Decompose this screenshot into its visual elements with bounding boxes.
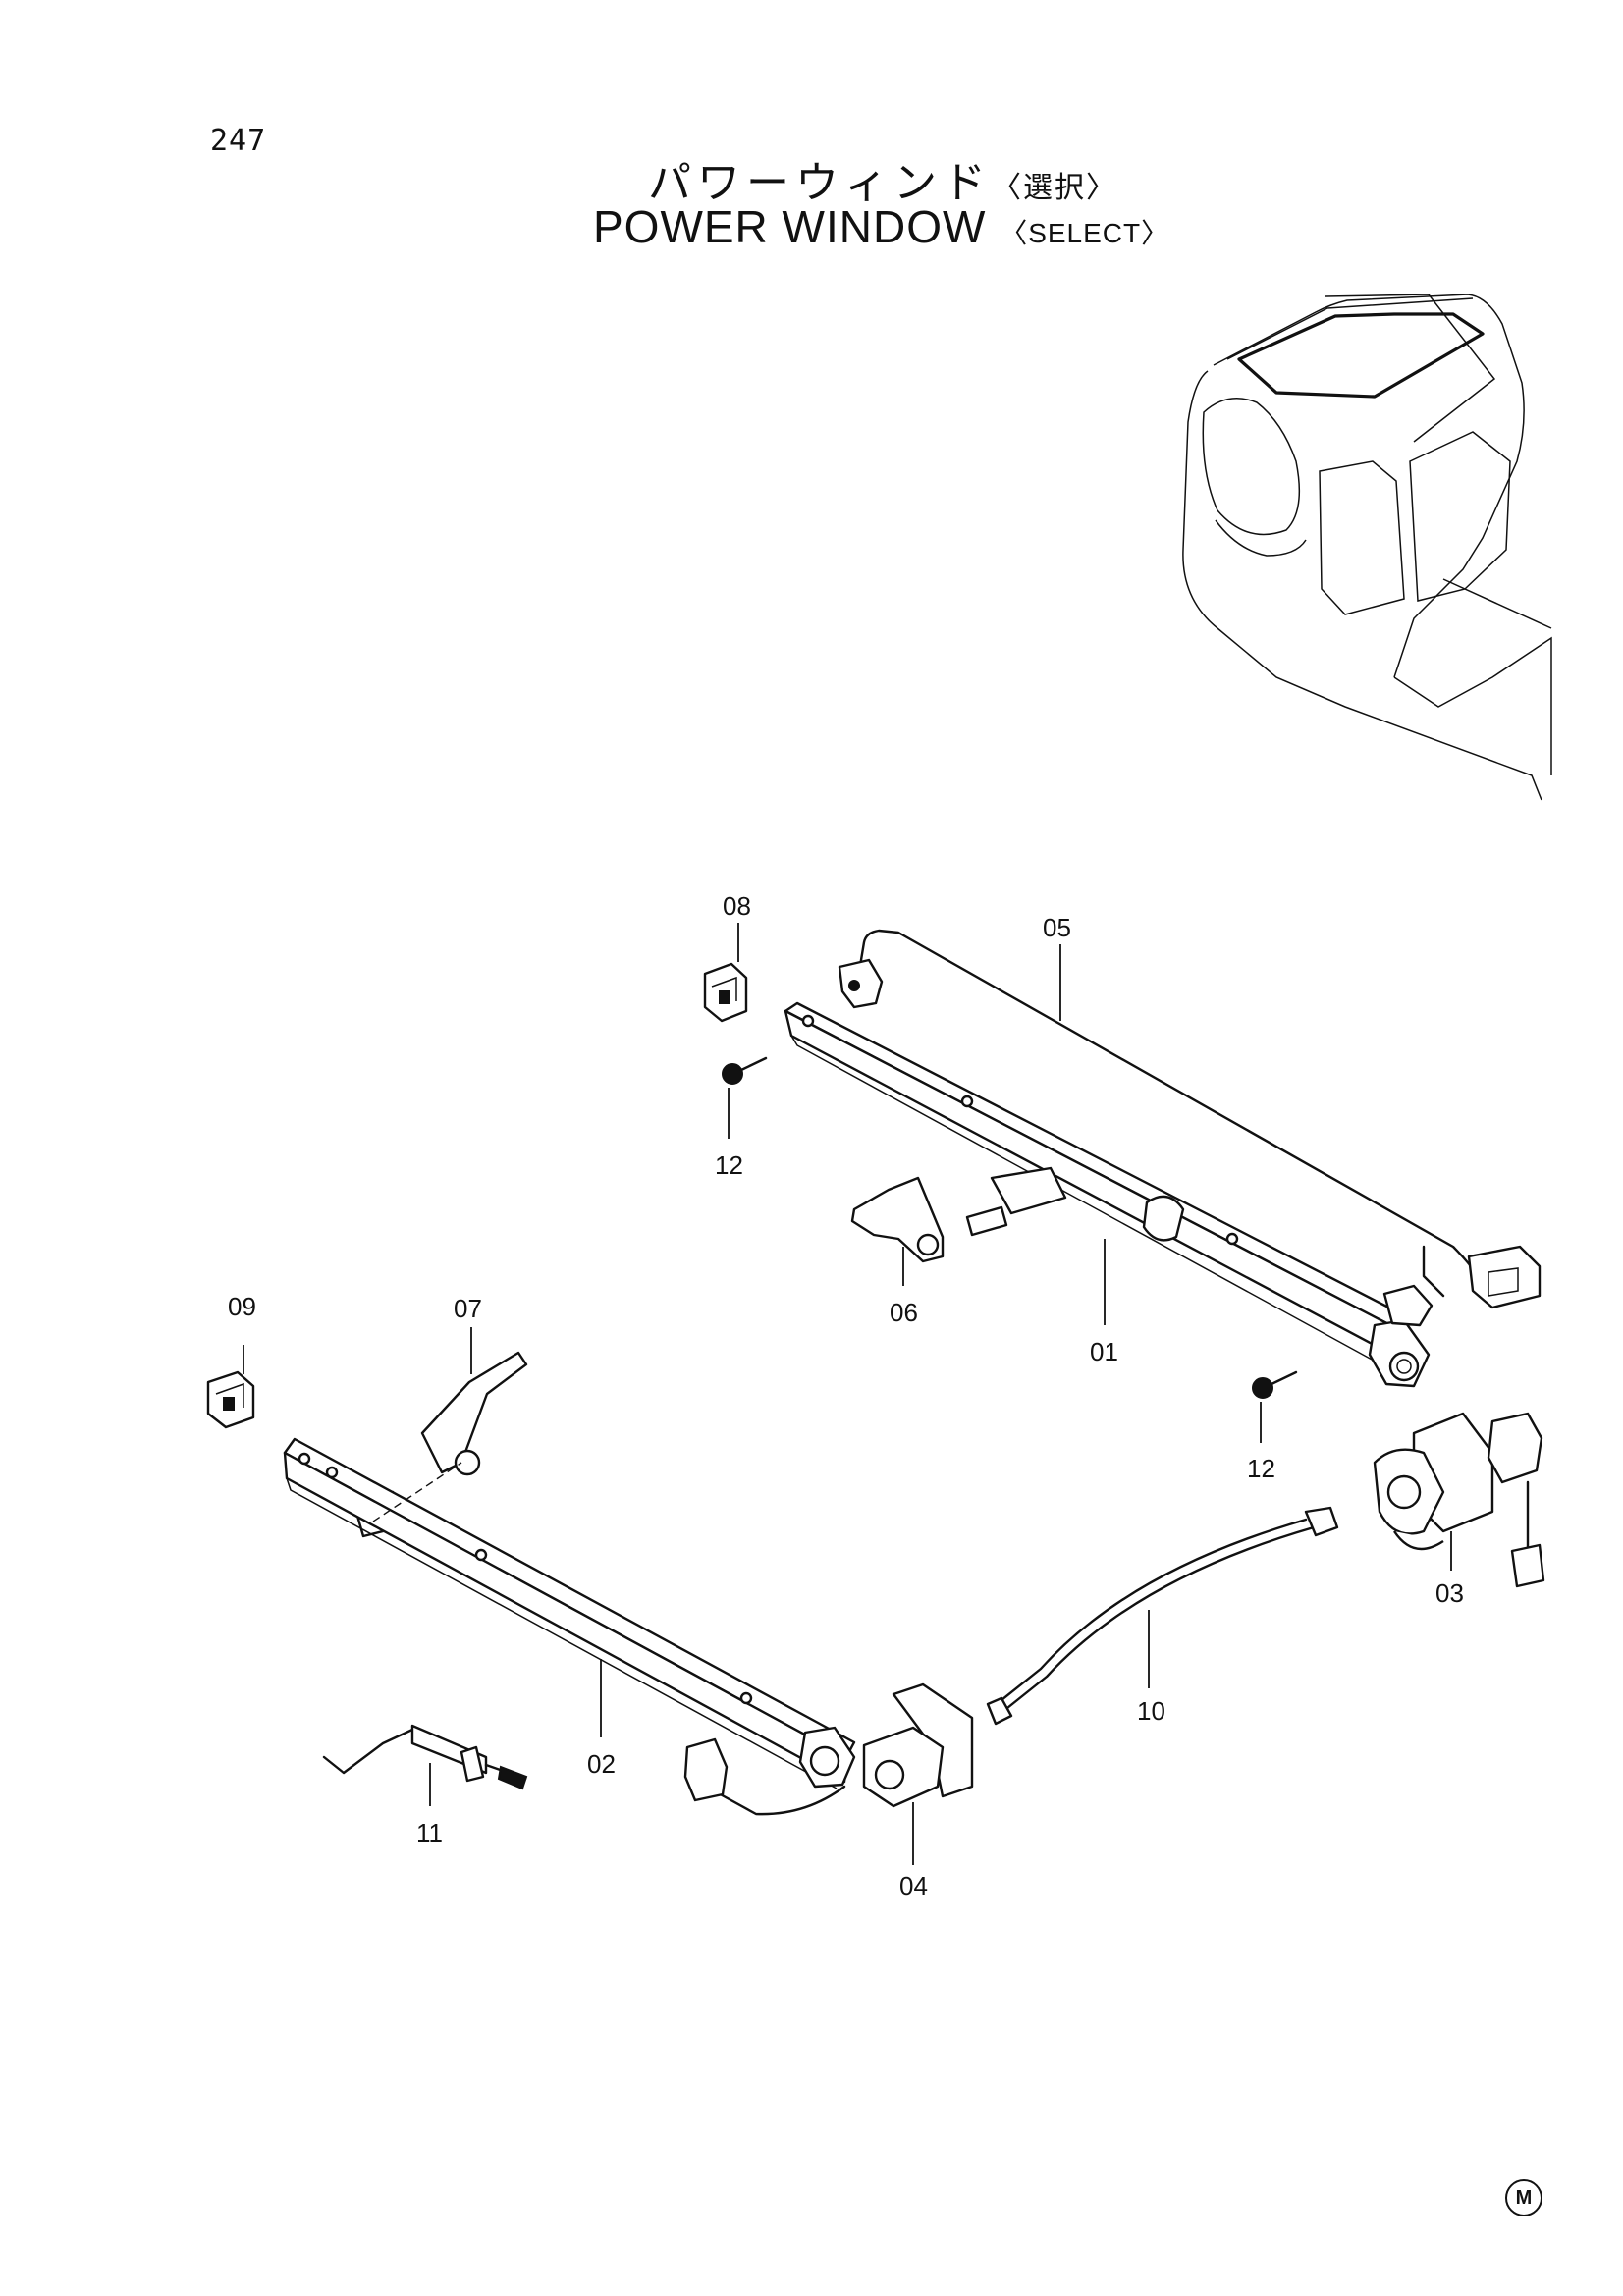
rail-assembly-02 [283, 1437, 856, 1789]
title-jp-select: 〈選択〉 [992, 171, 1117, 205]
bracket-08 [703, 962, 748, 1023]
title-english: POWER WINDOW 〈SELECT〉 [593, 200, 1169, 253]
callout-11: 11 [416, 1818, 443, 1847]
title-en-select: 〈SELECT〉 [1000, 218, 1170, 248]
motor-04 [683, 1682, 974, 1816]
callout-12-lower: 12 [1247, 1454, 1275, 1483]
callout-07: 07 [454, 1294, 482, 1323]
title-japanese: パワーウィンド〈選択〉 [648, 147, 1117, 210]
title-jp-text: パワーウィンド [648, 158, 992, 208]
bracket-06 [850, 1176, 1008, 1263]
callout-05: 05 [1043, 913, 1071, 942]
callout-08: 08 [723, 891, 751, 921]
callout-12-upper: 12 [715, 1150, 743, 1180]
callout-06: 06 [890, 1298, 918, 1327]
callout-01: 01 [1090, 1337, 1118, 1366]
page-number: 247 [210, 124, 267, 158]
screw-12-upper [722, 1056, 768, 1085]
callout-03: 03 [1435, 1578, 1464, 1608]
manufacturer-mark: M [1505, 2179, 1542, 2216]
harness-05 [838, 929, 1542, 1309]
rail-assembly-01 [784, 1001, 1434, 1388]
callout-10: 10 [1137, 1696, 1165, 1726]
screw-12-lower [1252, 1370, 1298, 1399]
bracket-09 [206, 1370, 255, 1429]
title-en-text: POWER WINDOW [593, 201, 987, 252]
cab-overview-illustration [1182, 294, 1552, 801]
callout-labels: 08 05 12 06 01 12 09 07 03 10 02 11 04 [228, 891, 1464, 1900]
leader-lines [243, 923, 1452, 1865]
callout-09: 09 [228, 1292, 256, 1321]
callout-04: 04 [899, 1871, 928, 1900]
cable-10 [986, 1506, 1339, 1726]
callout-02: 02 [587, 1749, 616, 1779]
motor-03 [1373, 1412, 1545, 1588]
handle-11 [322, 1724, 528, 1790]
